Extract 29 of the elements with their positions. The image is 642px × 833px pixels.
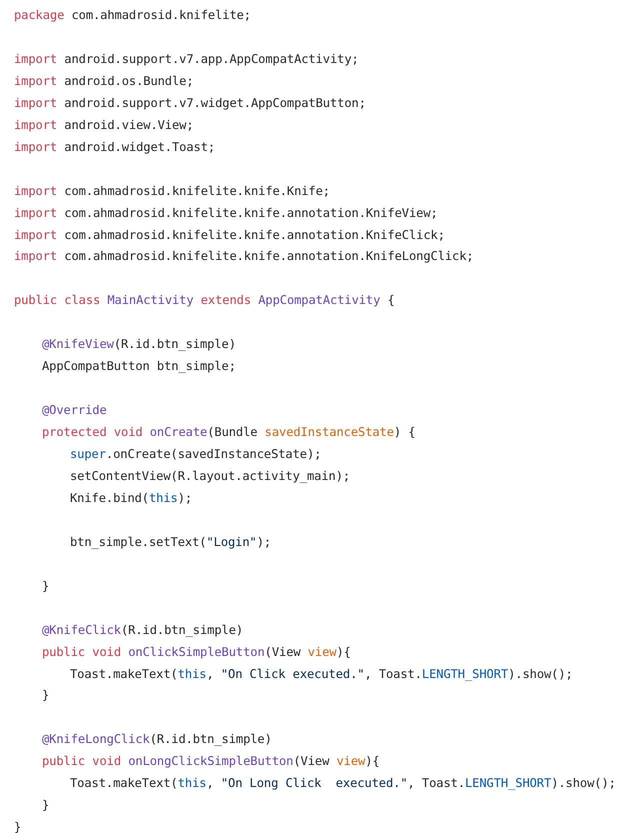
code-line: Toast.makeText(this, "On Click executed.", Toast.LENGTH_SHORT).show();	[70, 666, 573, 682]
code-line: Toast.makeText(this, "On Long Click executed.", Toast.LENGTH_SHORT).show();	[70, 775, 616, 792]
code-line: import android.support.v7.app.AppCompatActivity;	[14, 50, 359, 68]
code-line: import com.ahmadrosid.knifelite.knife.annotation.KnifeView;	[14, 204, 438, 222]
code-line: @Override	[42, 402, 107, 420]
code-line: import android.widget.Toast;	[14, 138, 216, 156]
code-line: }	[42, 687, 50, 704]
code-line: public void onLongClickSimpleButton(View view){	[42, 753, 380, 770]
code-line: import android.support.v7.widget.AppCompatButton;	[14, 94, 366, 112]
code-line: @KnifeClick(R.id.btn_simple)	[42, 622, 244, 639]
code-line: }	[14, 819, 22, 833]
code-line: setContentView(R.layout.activity_main);	[70, 468, 350, 485]
code-line: AppCompatButton btn_simple;	[42, 358, 236, 376]
code-line: package com.ahmadrosid.knifelite;	[14, 7, 251, 24]
code-line: super.onCreate(savedInstanceState);	[70, 446, 322, 463]
code-line: @KnifeView(R.id.btn_simple)	[42, 336, 236, 354]
code-line: import com.ahmadrosid.knifelite.knife.annotation.KnifeClick;	[14, 226, 445, 244]
code-line: }	[42, 578, 50, 595]
code-line: public class MainActivity extends AppCompatActivity {	[14, 292, 395, 310]
code-line: import android.os.Bundle;	[14, 72, 194, 90]
code-line: Knife.bind(this);	[70, 490, 192, 507]
code-line: btn_simple.setText("Login");	[70, 534, 272, 551]
code-line: @KnifeLongClick(R.id.btn_simple)	[42, 731, 272, 748]
code-line: import com.ahmadrosid.knifelite.knife.annotation.KnifeLongClick;	[14, 248, 474, 266]
code-line: public void onClickSimpleButton(View view){	[42, 644, 351, 661]
code-line: }	[42, 797, 50, 814]
code-line: protected void onCreate(Bundle savedInstanceState) {	[42, 424, 416, 442]
code-line: import android.view.View;	[14, 116, 194, 134]
code-line: import com.ahmadrosid.knifelite.knife.Knife;	[14, 182, 330, 200]
